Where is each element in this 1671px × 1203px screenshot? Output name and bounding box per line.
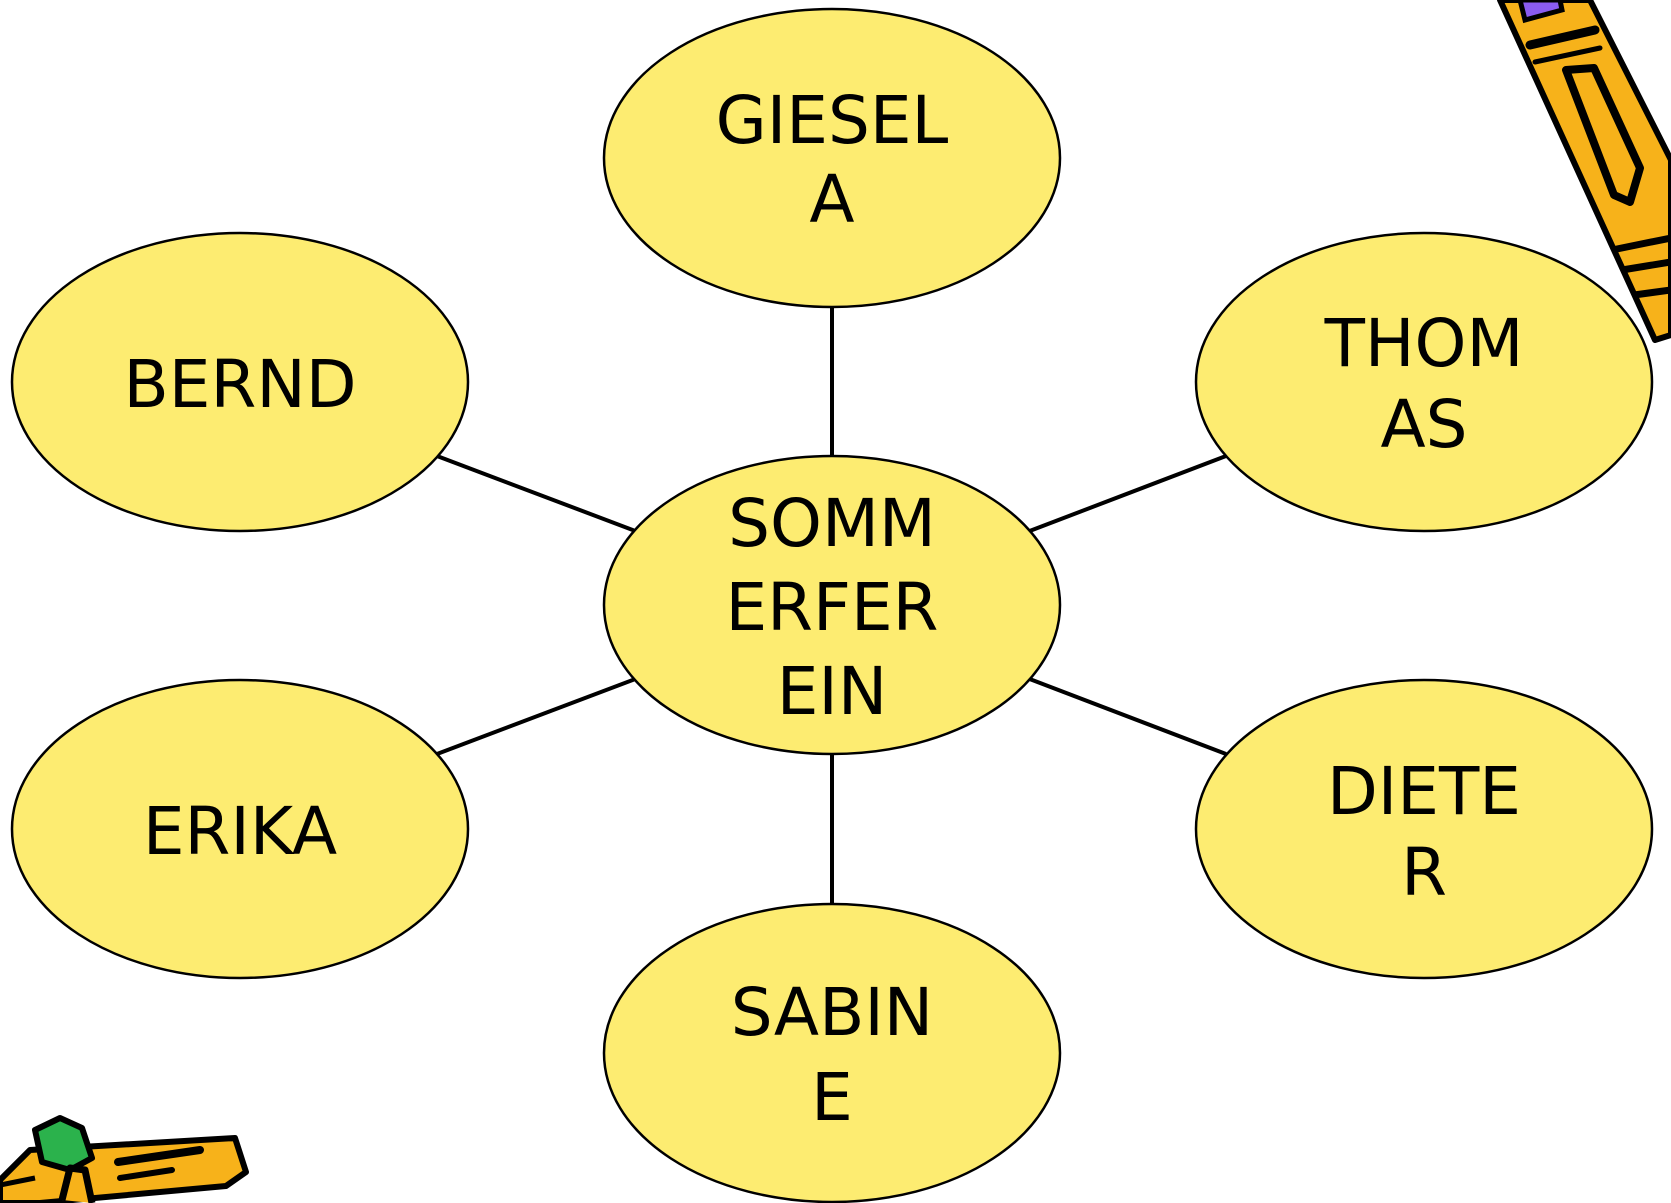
connector-erika <box>436 676 639 756</box>
node-center: SOMM ERFER EIN <box>602 454 1062 756</box>
node-dieter-line-1: DIETE <box>1327 753 1521 830</box>
connectors <box>436 307 1227 903</box>
node-giesela: GIESEL A <box>602 7 1062 309</box>
node-bernd: BERND <box>10 231 470 533</box>
node-sabine-line-1: SABIN <box>731 974 933 1051</box>
pencil-top-right-icon <box>1497 0 1671 343</box>
node-erika-line-1: ERIKA <box>143 793 337 870</box>
node-thomas: THOM AS <box>1194 231 1654 533</box>
connector-dieter <box>1026 676 1227 756</box>
node-dieter: DIETE R <box>1194 678 1654 980</box>
pencil-bottom-left-icon <box>0 1115 249 1203</box>
node-bernd-line-1: BERND <box>123 346 356 423</box>
node-sabine: SABIN E <box>602 902 1062 1203</box>
node-giesela-line-2: A <box>809 161 854 238</box>
node-dieter-line-2: R <box>1401 834 1447 911</box>
node-center-line-3: EIN <box>777 653 888 730</box>
node-giesela-line-1: GIESEL <box>716 82 949 159</box>
node-erika: ERIKA <box>10 678 470 980</box>
node-center-line-2: ERFER <box>725 569 938 646</box>
connector-thomas <box>1026 454 1227 534</box>
node-thomas-line-2: AS <box>1380 386 1467 463</box>
connector-bernd <box>436 454 639 534</box>
node-sabine-line-2: E <box>811 1059 853 1136</box>
node-center-line-1: SOMM <box>728 485 936 562</box>
node-thomas-line-1: THOM <box>1324 305 1524 382</box>
